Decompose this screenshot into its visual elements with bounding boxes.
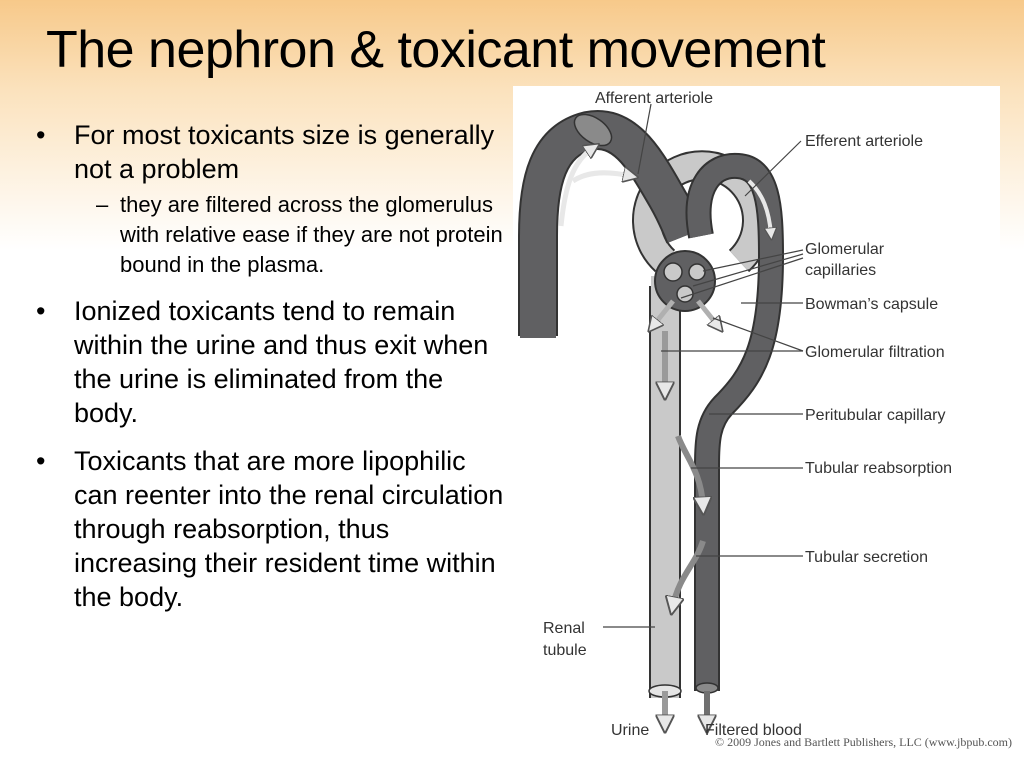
secretion-arrow xyxy=(673,540,706,606)
label-glomerular-filtration: Glomerular filtration xyxy=(805,344,945,361)
flow-arrow xyxy=(558,148,593,227)
label-renal: Renal xyxy=(543,620,585,637)
bullet-text: Toxicants that are more lipophilic can r… xyxy=(74,446,504,612)
nephron-diagram-svg: Afferent arteriole Efferent arteriole Gl… xyxy=(518,90,952,739)
label-urine: Urine xyxy=(611,722,649,739)
reabsorption-arrow xyxy=(675,434,703,506)
label-tubular-reabsorption: Tubular reabsorption xyxy=(805,460,952,477)
bullet-item: • Toxicants that are more lipophilic can… xyxy=(36,444,504,614)
bullet-item: • For most toxicants size is generally n… xyxy=(36,118,504,280)
bullet-text: For most toxicants size is generally not… xyxy=(74,120,495,184)
label-filtered-blood: Filtered blood xyxy=(705,722,802,739)
bullet-marker: • xyxy=(36,120,46,150)
label-afferent-arteriole: Afferent arteriole xyxy=(595,90,713,107)
label-tubule: tubule xyxy=(543,642,587,659)
sub-bullet-item: – they are filtered across the glomerulu… xyxy=(74,190,504,280)
flow-arrow xyxy=(747,179,771,234)
leader-lines xyxy=(603,103,804,628)
label-tubular-secretion: Tubular secretion xyxy=(805,549,928,566)
filtration-arrow xyxy=(653,299,675,326)
sub-bullet-marker: – xyxy=(96,192,109,217)
bullet-list: • For most toxicants size is generally n… xyxy=(36,118,504,628)
label-efferent-arteriole: Efferent arteriole xyxy=(805,133,923,150)
bullet-text: Ionized toxicants tend to remain within … xyxy=(74,296,489,428)
sub-bullet-text: they are filtered across the glomerulus … xyxy=(120,192,503,277)
bullet-marker: • xyxy=(36,446,46,476)
nephron-diagram: Afferent arteriole Efferent arteriole Gl… xyxy=(513,86,1000,756)
copyright-notice: © 2009 Jones and Bartlett Publishers, LL… xyxy=(715,735,1012,749)
bullet-item: • Ionized toxicants tend to remain withi… xyxy=(36,294,504,430)
filtration-arrow xyxy=(696,299,718,326)
label-capillaries: capillaries xyxy=(805,262,876,279)
label-peritubular-capillary: Peritubular capillary xyxy=(805,407,946,424)
bullet-marker: • xyxy=(36,296,46,326)
slide-title: The nephron & toxicant movement xyxy=(46,21,826,79)
label-bowmans-capsule: Bowman’s capsule xyxy=(805,296,938,313)
flow-arrow xyxy=(571,173,631,181)
label-glomerular: Glomerular xyxy=(805,241,885,258)
